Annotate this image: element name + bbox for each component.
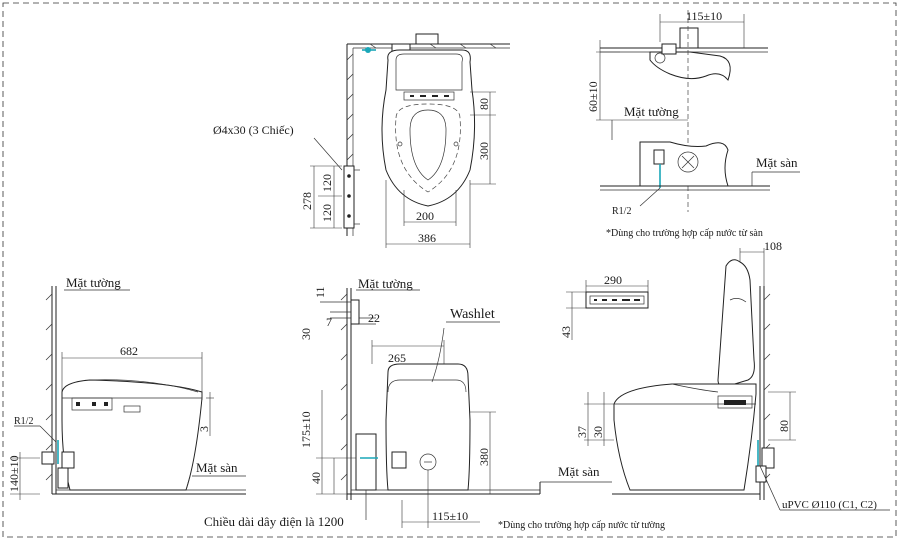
dim-top-300: 300: [477, 142, 491, 160]
dim-top-386: 386: [418, 231, 436, 245]
dim-right-37: 37: [575, 426, 589, 438]
dim-right-108: 108: [764, 239, 782, 253]
dim-top-200: 200: [416, 209, 434, 223]
dim-mid-380: 380: [477, 448, 491, 466]
dim-mid-7: 7: [326, 315, 332, 329]
dim-left-682: 682: [120, 344, 138, 358]
dim-right-290: 290: [604, 273, 622, 287]
label-r12-left: R1/2: [14, 416, 33, 427]
note-wall-supply: *Dùng cho trường hợp cấp nước từ tường: [498, 520, 665, 531]
dim-mid-40: 40: [309, 472, 323, 484]
label-floor-top-right: Mặt sàn: [756, 155, 798, 170]
dim-mid-265: 265: [388, 351, 406, 365]
dim-mid-30: 30: [299, 328, 313, 340]
top-plan-view: [310, 33, 510, 248]
right-side-view: [566, 248, 890, 511]
left-side-view: [10, 286, 246, 500]
dim-left-3: 3: [197, 426, 211, 432]
dim-tr-60: 60±10: [586, 81, 600, 112]
label-upvc: uPVC Ø110 (C1, C2): [782, 499, 877, 511]
label-wall-mid: Mặt tường: [358, 276, 413, 291]
dim-mid-115: 115±10: [432, 509, 468, 523]
label-washlet: Washlet: [450, 307, 495, 322]
note-floor-supply: *Dùng cho trường hợp cấp nước từ sàn: [606, 228, 763, 239]
dim-top-120a: 120: [320, 174, 334, 192]
label-r12-top: R1/2: [612, 206, 631, 217]
dim-right-43: 43: [559, 326, 573, 338]
label-floor-mid: Mặt sàn: [558, 464, 600, 479]
dim-right-80: 80: [777, 420, 791, 432]
label-wall-top-right: Mặt tường: [624, 104, 679, 119]
dim-right-30: 30: [591, 426, 605, 438]
dim-mid-11: 11: [313, 286, 327, 298]
dim-left-140: 140±10: [7, 455, 21, 492]
label-floor-left: Mặt sàn: [196, 460, 238, 475]
label-wall-left: Mặt tường: [66, 275, 121, 290]
middle-front-view: [316, 288, 612, 528]
dim-tr-115: 115±10: [686, 9, 722, 23]
dim-top-278: 278: [300, 192, 314, 210]
top-right-detail: [596, 10, 800, 212]
label-screws: Ø4x30 (3 Chiếc): [213, 123, 294, 137]
dim-top-80: 80: [477, 98, 491, 110]
dim-mid-22: 22: [368, 311, 380, 325]
dim-mid-175: 175±10: [299, 411, 313, 448]
label-cable-length: Chiều dài dây điện là 1200: [204, 514, 344, 529]
dim-top-120b: 120: [320, 204, 334, 222]
